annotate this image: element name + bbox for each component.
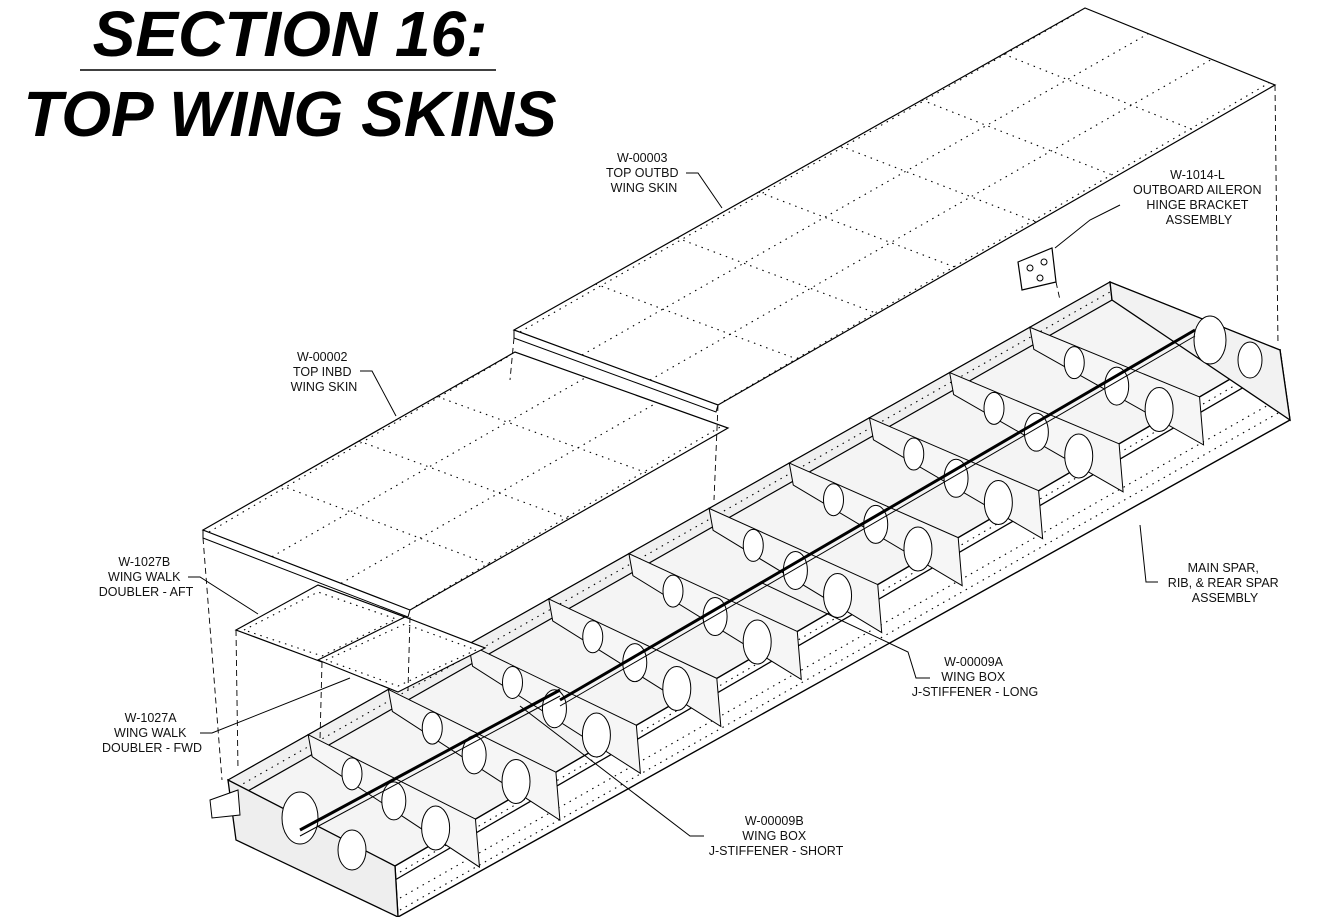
- j-stiffener-long: [559, 328, 1196, 702]
- wing-rib: [948, 371, 1124, 493]
- callout-labels: W-00003 TOP OUTBD WING SKIN W-1014-L OUT…: [99, 151, 1282, 858]
- j-stiffeners: [299, 328, 1196, 837]
- wing-rib: [387, 688, 561, 822]
- title-line-2: TOP WING SKINS: [23, 78, 557, 150]
- callout-w-1027a: W-1027A WING WALK DOUBLER - FWD: [102, 711, 202, 755]
- callout-w-00003: W-00003 TOP OUTBD WING SKIN: [606, 151, 682, 195]
- inboard-tab: [209, 789, 241, 819]
- wing-rib: [788, 462, 963, 587]
- top-inbd-wing-skin: [201, 351, 730, 618]
- wing-rib: [1029, 326, 1205, 446]
- wing-rib: [868, 416, 1044, 540]
- section-title: SECTION 16: TOP WING SKINS: [23, 0, 557, 150]
- callout-w-00002: W-00002 TOP INBD WING SKIN: [291, 350, 358, 394]
- wing-rib: [708, 507, 883, 634]
- wing-rib: [467, 643, 641, 775]
- inboard-end-rib: [227, 778, 399, 917]
- wing-rib: [307, 733, 481, 869]
- title-line-1: SECTION 16:: [93, 0, 488, 70]
- wing-walk-doubler-fwd: [316, 616, 487, 693]
- callout-w-00009a: W-00009A WING BOX J-STIFFENER - LONG: [912, 655, 1038, 699]
- leader-lines: [188, 172, 1158, 837]
- aileron-hinge-bracket: [1017, 247, 1057, 291]
- callout-w-1014-l: W-1014-L OUTBOARD AILERON HINGE BRACKET …: [1133, 168, 1265, 227]
- callout-w-1027b: W-1027B WING WALK DOUBLER - AFT: [99, 555, 194, 599]
- callout-w-00009b: W-00009B WING BOX J-STIFFENER - SHORT: [709, 814, 844, 858]
- j-stiffener-short: [299, 688, 561, 832]
- callout-main-spar: MAIN SPAR, RIB, & REAR SPAR ASSEMBLY: [1168, 561, 1282, 605]
- projection-lines: [202, 84, 1279, 781]
